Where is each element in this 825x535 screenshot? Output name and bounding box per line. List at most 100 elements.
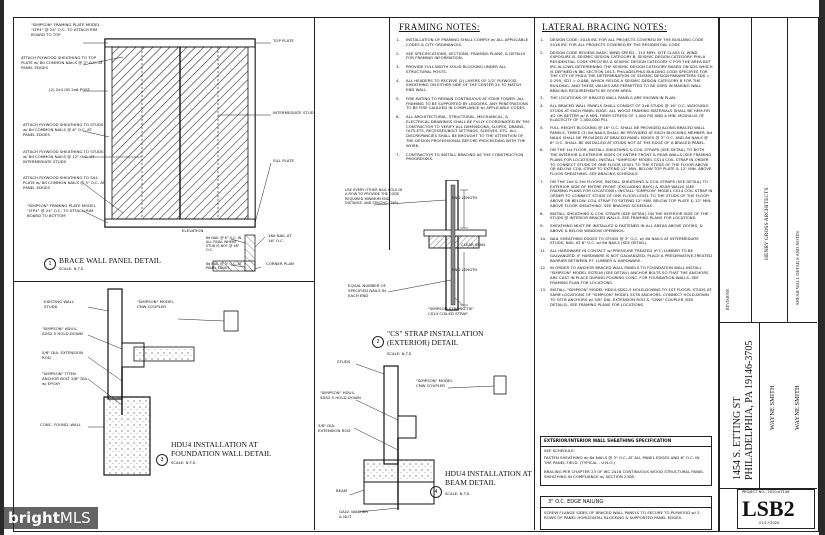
framing-note-item-number: 3. bbox=[396, 64, 400, 70]
framing-note-item-text: ALL ARCHITECTURAL, STRUCTURAL, MECHANICA… bbox=[406, 114, 530, 148]
hdu4-beam-drawing bbox=[349, 363, 507, 513]
brace-label-3: (2) 2x4 OR 2x6 POST bbox=[49, 87, 90, 92]
cs-strap-scale: SCALE: N.T.S. bbox=[387, 351, 413, 356]
lateral-note-item-text: ALL HARDWARE IN CONTACT w/ PRESSURE TREA… bbox=[550, 248, 712, 263]
detail-marker-3: 3 bbox=[156, 454, 168, 466]
plan-note-3: 8d NAIL @ 3" O.C. AT PANEL EDGES bbox=[206, 262, 242, 271]
framing-note-item: 5. FIRE-RATING TO REMAIN CONTINUOUS AT ST… bbox=[396, 95, 530, 111]
hdu4b-label-1: STUDS bbox=[337, 359, 351, 364]
hdu4f-label-4: 5/8" DIA. EXTENSION ROD bbox=[42, 350, 83, 360]
lateral-note-item: 6.ON THE 1st FLOOR, INSTALL SHEATHING & … bbox=[540, 147, 713, 177]
hdu4-foundation-drawing bbox=[87, 288, 239, 476]
sheathing-spec-header: EXTERIOR/INTERIOR WALL SHEATHING SPECIFI… bbox=[544, 438, 672, 443]
lateral-note-item-text: NAIL SHEATHING EDGES TO STUDS @ 3" O.C. … bbox=[550, 235, 699, 246]
intermediate-stud-label: INTERMEDIATE STUD bbox=[273, 110, 314, 115]
cs-label-1: USE EVERY OTHER NAIL HOLE IN A ROW TO PR… bbox=[345, 188, 403, 205]
sheathing-spec-row-3: BRACING PER CHAPTER 23 OF IBC 2018 CONTI… bbox=[544, 469, 704, 479]
lateral-note-item-number: 1. bbox=[540, 37, 544, 42]
cs-label-2: END LENGTH bbox=[452, 195, 478, 200]
divider-strap bbox=[389, 17, 390, 250]
plan-note-2: 16d NAIL AT 16" O.C. bbox=[268, 233, 292, 243]
brace-panel-drawing bbox=[82, 38, 272, 272]
address-line-1: 1454 S. ETTING ST bbox=[732, 396, 743, 480]
divider-panel-bottom bbox=[13, 281, 314, 282]
brace-panel-title: BRACE WALL PANEL DETAIL bbox=[59, 256, 161, 265]
lateral-note-item: 2.DESIGN CODE REVIEW: BASIC WIND SPEED -… bbox=[540, 49, 713, 94]
hdu4b-label-4: "SIMPSON" MODEL CNW COUPLER bbox=[416, 378, 453, 388]
lateral-note-item-text: SHEATHING MUST BE INSTALLED & FASTENED I… bbox=[550, 223, 703, 233]
drawing-border bbox=[13, 17, 719, 532]
hdu4-beam-scale: SCALE: N.T.S. bbox=[445, 491, 471, 496]
brace-label-6: ATTACH PLYWOOD SHEATHING TO SILL PLATE w… bbox=[23, 175, 105, 190]
cs-strap-title: "CS" STRAP INSTALLATION (EXTERIOR) DETAI… bbox=[387, 329, 484, 347]
detail-marker-4: 4 bbox=[430, 486, 442, 498]
lateral-note-item-text: INSTALL "SIMPSON" MODEL HDU4-SDS2.5 HOLD… bbox=[550, 287, 712, 307]
sheet-date: 01/17/2020 bbox=[759, 521, 780, 525]
lateral-note-item-number: 5. bbox=[540, 125, 544, 131]
brace-label-4: ATTACH PLYWOOD SHEATHING TO STUDS w/ 8d … bbox=[23, 122, 104, 137]
framing-note-item: 4.ALL HEADERS TO RECEIVE (2) LAYERS OF 1… bbox=[396, 77, 530, 93]
lateral-note-item-text: ON THE 1st FLOOR, INSTALL SHEATHING & CO… bbox=[550, 147, 712, 177]
lateral-note-item: 7.ON THE 2nd & 3rd FLOORS, INSTALL SHEAT… bbox=[540, 178, 713, 209]
hdu4-foundation-title: HDU4 INSTALLATION AT FOUNDATION WALL DET… bbox=[171, 440, 272, 458]
framing-note-item: 2.SEE SPECIFICATIONS, SECTIONS, FRAMING … bbox=[396, 50, 530, 62]
lateral-note-item: 10.NAIL SHEATHING EDGES TO STUDS @ 3" O.… bbox=[540, 235, 713, 247]
framing-notes-header: FRAMING NOTES: bbox=[399, 22, 480, 32]
lateral-note-item: 4. ALL BRACED WALL PANELS SHALL CONSIST O… bbox=[540, 103, 713, 123]
hdu4f-label-6: CONC. FOUND. WALL bbox=[40, 422, 82, 427]
address-line-2: PHILADELPHIA, PA 19146-3705 bbox=[744, 340, 755, 480]
bright-mls-watermark: brightMLS bbox=[4, 507, 98, 529]
sheet-number-box bbox=[737, 489, 815, 529]
lateral-note-item-number: 11. bbox=[540, 248, 547, 254]
framing-note-item-number: 5. bbox=[396, 95, 400, 101]
framing-note-item-number: 1. bbox=[396, 37, 400, 42]
detail-marker-1: 1 bbox=[44, 258, 56, 270]
cs-label-6: "SIMPSON STRONG-TIE" CS14 COILED STRAP bbox=[428, 306, 475, 316]
lateral-note-item: 5.FULL HEIGHT BLOCKING @ 16" O.C. SHALL … bbox=[540, 125, 713, 145]
framing-note-item-number: 7. bbox=[396, 151, 400, 157]
framing-note-item-text: CONTRACTOR TO INSTALL BRACING AS THE CON… bbox=[406, 151, 524, 162]
cs-label-5: EQUAL NUMBER OF SPECIFIED NAILS IN EACH … bbox=[348, 283, 386, 298]
corner-plan-label: CORNER PLAN bbox=[266, 261, 294, 266]
lateral-note-item-text: ALL BRACED WALL PANELS SHALL CONSIST OF … bbox=[550, 103, 710, 123]
framing-note-item: 7. CONTRACTOR TO INSTALL BRACING AS THE C… bbox=[396, 151, 530, 163]
hdu4b-label-2: "SIMPSON" HDU4-SDS2.5 HOLD-DOWN bbox=[320, 390, 361, 400]
lateral-note-item-number: 4. bbox=[540, 103, 544, 109]
oc-edge-header: 3" O.C. EDGE NAILING bbox=[548, 499, 604, 505]
owner-name: WAYNE SMITH bbox=[769, 385, 776, 430]
lateral-notes-list: 1.DESIGN CODE: 2018 IBC FOR ALL PROJECTS… bbox=[540, 37, 713, 311]
framing-note-item-text: INSTALLATION OF FRAMING SHALL COMPLY w/ … bbox=[406, 37, 529, 47]
revisions-label: REVISIONS bbox=[725, 289, 730, 310]
cs-label-4: END LENGTH bbox=[452, 267, 478, 272]
hdu4f-label-2: "SIMPSON" MODEL CNW COUPLER bbox=[137, 299, 174, 309]
lateral-note-item-number: 2. bbox=[540, 49, 544, 55]
lateral-note-item-number: 3. bbox=[540, 95, 544, 101]
sill-plate-label: SILL PLATE bbox=[273, 158, 294, 163]
lateral-note-item-text: THE LOCATIONS OF BRACED WALL PANELS ARE … bbox=[550, 95, 677, 101]
lateral-notes-header: LATERAL BRACING NOTES: bbox=[542, 22, 667, 32]
lateral-note-item-number: 10. bbox=[540, 235, 547, 241]
lateral-note-item: 9. SHEATHING MUST BE INSTALLED & FASTENED… bbox=[540, 223, 713, 234]
oc-edge-text: SCREW FLANGE SIDES OF BRACED WALL PANELS… bbox=[544, 510, 700, 520]
framing-note-item-text: PROVIDE FULL-WIDTH SOLID BLOCKING UNDER … bbox=[406, 64, 507, 74]
cs-label-3: CLEAR SPAN bbox=[461, 242, 486, 247]
lateral-note-item-number: 8. bbox=[540, 210, 544, 216]
lateral-note-item-number: 7. bbox=[540, 178, 544, 184]
framing-note-item-text: ALL HEADERS TO RECEIVE (2) LAYERS OF 1/2… bbox=[406, 77, 522, 93]
divider-left bbox=[314, 17, 315, 530]
lateral-note-item-text: INSTALL SHEATHING & COIL STRAPS (SEE DET… bbox=[550, 210, 709, 221]
framing-notes-list: 1. INSTALLATION OF FRAMING SHALL COMPLY w… bbox=[396, 37, 530, 166]
framing-note-item-text: FIRE-RATING TO REMAIN CONTINUOUS AT STAI… bbox=[406, 95, 529, 111]
framing-note-item: 6.ALL ARCHITECTURAL, STRUCTURAL, MECHANI… bbox=[396, 114, 530, 148]
hdu4-foundation-scale: SCALE: N.T.S. bbox=[171, 460, 197, 465]
hdu4f-label-3: "SIMPSON" HDU4-SDS2.5 HOLD-DOWN bbox=[42, 326, 83, 336]
lateral-note-item-number: 9. bbox=[540, 223, 544, 229]
plan-note-1: 8d NAIL @ 6" O.C. IN ALL FINAL WHERE STU… bbox=[206, 236, 242, 253]
divider-notes bbox=[534, 17, 535, 530]
brace-label-2: ATTACH PLYWOOD SHEATHING TO TOP PLATE w/… bbox=[21, 55, 103, 70]
firm-name: HENRY GROSS ARCHITECTS bbox=[764, 187, 770, 260]
owner-name-2: WAYNE SMITH bbox=[794, 385, 801, 430]
lateral-note-item: 11.ALL HARDWARE IN CONTACT w/ PRESSURE T… bbox=[540, 248, 713, 263]
sheet-number: LSB2 bbox=[742, 496, 795, 521]
framing-note-item-text: SEE SPECIFICATIONS, SECTIONS, FRAMING PL… bbox=[406, 50, 526, 61]
